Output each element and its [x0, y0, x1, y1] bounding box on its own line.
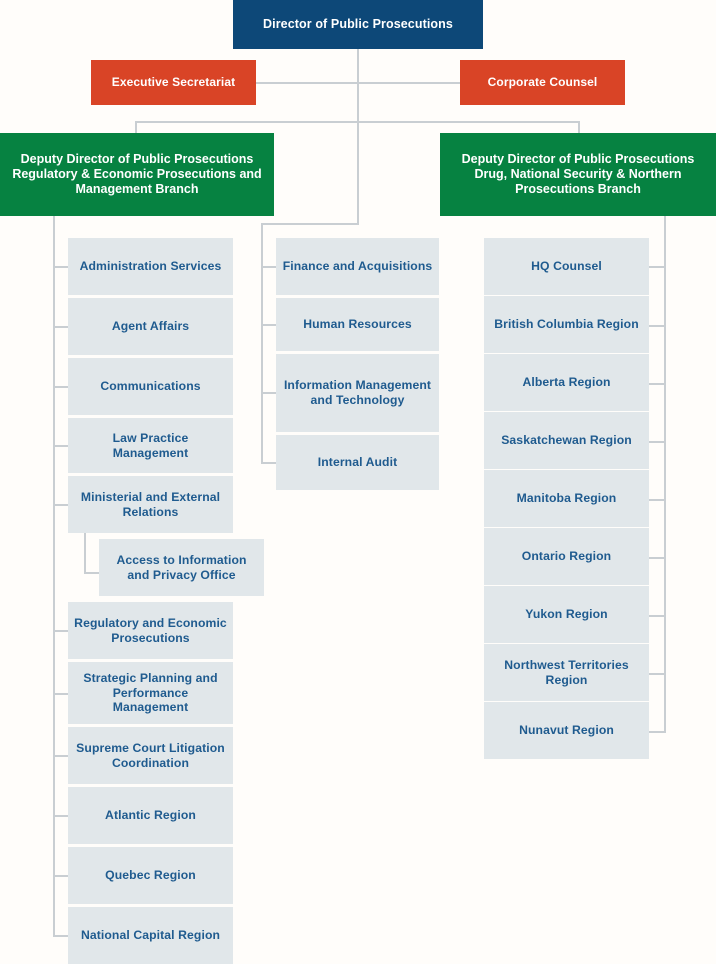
connector-right-stub-2 — [649, 325, 666, 327]
node-label: Yukon Region — [525, 607, 608, 622]
node-label: Executive Secretariat — [111, 75, 236, 90]
connector-right-stub-6 — [649, 557, 666, 559]
node-ontario-region[interactable]: Ontario Region — [484, 528, 649, 585]
connector-middle-stub-4 — [261, 462, 276, 464]
connector-right-stub-5 — [649, 499, 666, 501]
node-regulatory-and-economic-prosecutions[interactable]: Regulatory and Economic Prosecutions — [68, 602, 233, 659]
connector-left-trunk — [53, 216, 55, 936]
node-national-capital-region[interactable]: National Capital Region — [68, 907, 233, 964]
connector-root-vertical — [357, 48, 359, 223]
node-corporate-counsel[interactable]: Corporate Counsel — [460, 60, 625, 105]
node-atlantic-region[interactable]: Atlantic Region — [68, 787, 233, 844]
connector-left-stub-5 — [53, 504, 68, 506]
connector-left-stub-4 — [53, 445, 68, 447]
node-label: Supreme Court Litigation Coordination — [76, 740, 225, 770]
node-label: Access to Information and Privacy Office — [116, 552, 247, 582]
node-label: HQ Counsel — [531, 259, 602, 274]
node-saskatchewan-region[interactable]: Saskatchewan Region — [484, 412, 649, 469]
node-director-of-public-prosecutions[interactable]: Director of Public Prosecutions — [233, 0, 483, 49]
connector-left-stub-11 — [53, 935, 68, 937]
node-label: Quebec Region — [105, 868, 196, 883]
connector-branch-left-drop — [135, 121, 137, 143]
connector-left-stub-3 — [53, 386, 68, 388]
connector-right-stub-7 — [649, 615, 666, 617]
connector-right-stub-8 — [649, 673, 666, 675]
node-label: Alberta Region — [522, 375, 611, 390]
node-label: Regulatory and Economic Prosecutions — [74, 615, 227, 645]
node-label: British Columbia Region — [494, 317, 639, 332]
node-label: Northwest Territories Region — [504, 657, 629, 687]
node-ministerial-and-external-relations[interactable]: Ministerial and External Relations — [68, 476, 233, 533]
node-access-to-information-and-privacy-office[interactable]: Access to Information and Privacy Office — [99, 539, 264, 596]
node-branch-drug-national-security-northern[interactable]: Deputy Director of Public Prosecutions D… — [440, 133, 716, 216]
connector-branch-right-drop — [578, 121, 580, 143]
node-label: Ontario Region — [521, 549, 612, 564]
node-supreme-court-litigation-coordination[interactable]: Supreme Court Litigation Coordination — [68, 727, 233, 784]
node-label: Corporate Counsel — [487, 75, 598, 90]
connector-atip-vertical — [84, 533, 86, 574]
node-hq-counsel[interactable]: HQ Counsel — [484, 238, 649, 295]
connector-right-stub-4 — [649, 441, 666, 443]
node-human-resources[interactable]: Human Resources — [276, 298, 439, 351]
connector-right-stub-3 — [649, 383, 666, 385]
connector-left-stub-7 — [53, 693, 68, 695]
node-internal-audit[interactable]: Internal Audit — [276, 435, 439, 490]
node-law-practice-management[interactable]: Law Practice Management — [68, 418, 233, 473]
node-yukon-region[interactable]: Yukon Region — [484, 586, 649, 643]
node-quebec-region[interactable]: Quebec Region — [68, 847, 233, 904]
node-branch-regulatory-economic-management[interactable]: Deputy Director of Public Prosecutions R… — [0, 133, 274, 216]
node-agent-affairs[interactable]: Agent Affairs — [68, 298, 233, 355]
node-alberta-region[interactable]: Alberta Region — [484, 354, 649, 411]
connector-middle-stub-2 — [261, 324, 276, 326]
node-label: Internal Audit — [317, 455, 398, 470]
connector-officers-horizontal — [256, 82, 460, 84]
node-label: Deputy Director of Public Prosecutions R… — [12, 151, 262, 197]
node-label: Human Resources — [303, 317, 412, 332]
connector-right-trunk — [664, 216, 666, 732]
node-information-management-and-technology[interactable]: Information Management and Technology — [276, 354, 439, 432]
node-strategic-planning-and-performance-management[interactable]: Strategic Planning and Performance Manag… — [68, 662, 233, 724]
connector-middle-stub-3 — [261, 392, 276, 394]
node-label: Saskatchewan Region — [501, 433, 632, 448]
connector-left-stub-8 — [53, 755, 68, 757]
node-label: Administration Services — [79, 259, 222, 274]
node-label: Manitoba Region — [516, 491, 617, 506]
connector-left-stub-10 — [53, 875, 68, 877]
node-label: Deputy Director of Public Prosecutions D… — [461, 151, 695, 197]
node-label: Nunavut Region — [519, 723, 614, 738]
connector-middle-elbow — [261, 223, 359, 225]
node-label: Finance and Acquisitions — [282, 259, 433, 274]
node-label: Strategic Planning and Performance Manag… — [83, 670, 218, 715]
connector-right-stub-1 — [649, 266, 666, 268]
connector-left-stub-9 — [53, 815, 68, 817]
connector-atip-stub — [84, 572, 99, 574]
node-nunavut-region[interactable]: Nunavut Region — [484, 702, 649, 759]
node-manitoba-region[interactable]: Manitoba Region — [484, 470, 649, 527]
node-label: Atlantic Region — [105, 808, 196, 823]
connector-middle-trunk — [261, 223, 263, 463]
connector-middle-stub-1 — [261, 266, 276, 268]
connector-right-stub-9 — [649, 731, 666, 733]
connector-branch-horizontal — [135, 121, 579, 123]
node-label: National Capital Region — [80, 928, 221, 943]
node-label: Information Management and Technology — [283, 378, 432, 407]
node-label: Director of Public Prosecutions — [263, 16, 453, 31]
node-label: Agent Affairs — [111, 319, 190, 334]
connector-left-stub-1 — [53, 266, 68, 268]
node-label: Law Practice Management — [112, 430, 189, 460]
node-executive-secretariat[interactable]: Executive Secretariat — [91, 60, 256, 105]
node-northwest-territories-region[interactable]: Northwest Territories Region — [484, 644, 649, 701]
node-communications[interactable]: Communications — [68, 358, 233, 415]
connector-left-stub-2 — [53, 326, 68, 328]
node-label: Ministerial and External Relations — [80, 489, 221, 519]
node-finance-and-acquisitions[interactable]: Finance and Acquisitions — [276, 238, 439, 295]
connector-left-stub-6 — [53, 630, 68, 632]
node-british-columbia-region[interactable]: British Columbia Region — [484, 296, 649, 353]
node-administration-services[interactable]: Administration Services — [68, 238, 233, 295]
node-label: Communications — [100, 379, 201, 394]
